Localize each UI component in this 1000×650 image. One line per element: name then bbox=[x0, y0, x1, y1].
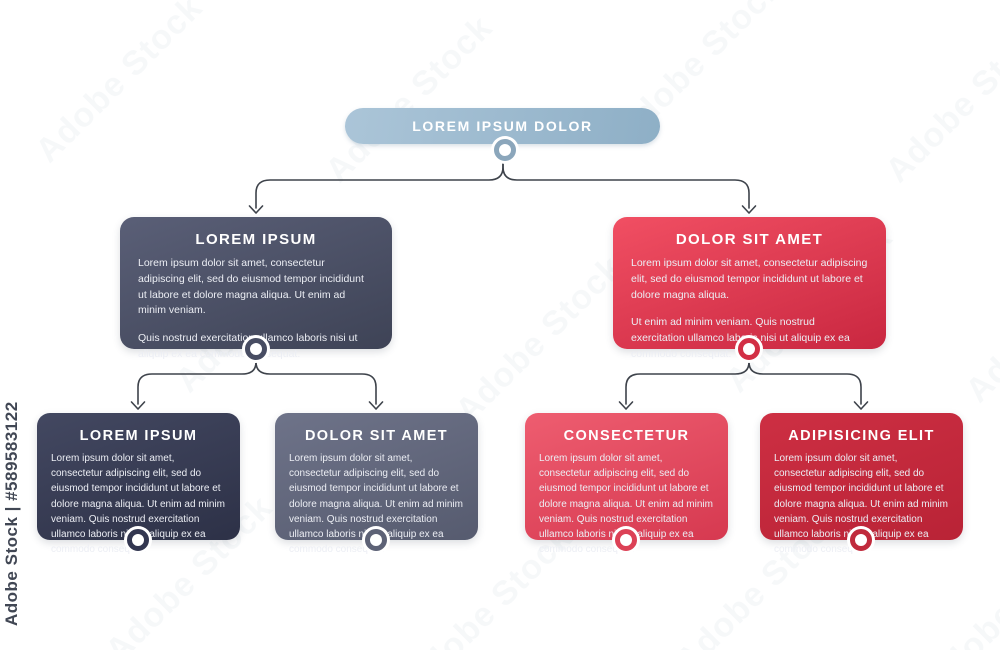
connector-node-root bbox=[494, 139, 516, 161]
box-paragraph: Ut enim ad minim veniam. Quis nostrud ex… bbox=[631, 316, 850, 360]
connector-node-left bbox=[245, 338, 267, 360]
box-title: CONSECTETUR bbox=[563, 428, 690, 444]
level1-box-dolor-sit-amet: DOLOR SIT AMET Lorem ipsum dolor sit ame… bbox=[613, 217, 886, 360]
level2-box-dolor-sit-amet: DOLOR SIT AMET Lorem ipsum dolor sit ame… bbox=[275, 413, 478, 555]
level2-box-adipisicing-elit: ADIPISICING ELIT Lorem ipsum dolor sit a… bbox=[760, 413, 963, 555]
level2-box-consectetur: CONSECTETUR Lorem ipsum dolor sit amet, … bbox=[525, 413, 728, 555]
box-body: Lorem ipsum dolor sit amet, consectetur … bbox=[631, 256, 868, 363]
root-title-box: LOREM IPSUM DOLOR bbox=[345, 108, 660, 144]
box-body: Lorem ipsum dolor sit amet, consectetur … bbox=[138, 256, 374, 363]
box-paragraph: Lorem ipsum dolor sit amet, consectetur … bbox=[631, 257, 868, 301]
connector-node-right bbox=[738, 338, 760, 360]
box-title: LOREM IPSUM bbox=[195, 231, 317, 248]
level2-box-lorem-ipsum: LOREM IPSUM Lorem ipsum dolor sit amet, … bbox=[37, 413, 240, 555]
connector-node-box2 bbox=[365, 529, 387, 551]
box-paragraph: Lorem ipsum dolor sit amet, consectetur … bbox=[138, 257, 364, 317]
connector-node-box3 bbox=[615, 529, 637, 551]
box-title: DOLOR SIT AMET bbox=[675, 231, 824, 248]
connector-node-box1 bbox=[127, 529, 149, 551]
box-title: LOREM IPSUM bbox=[79, 428, 198, 444]
box-title: ADIPISICING ELIT bbox=[788, 428, 935, 444]
root-title: LOREM IPSUM DOLOR bbox=[412, 118, 593, 134]
level1-box-lorem-ipsum: LOREM IPSUM Lorem ipsum dolor sit amet, … bbox=[120, 217, 392, 360]
connector-node-box4 bbox=[850, 529, 872, 551]
box-title: DOLOR SIT AMET bbox=[304, 428, 449, 444]
